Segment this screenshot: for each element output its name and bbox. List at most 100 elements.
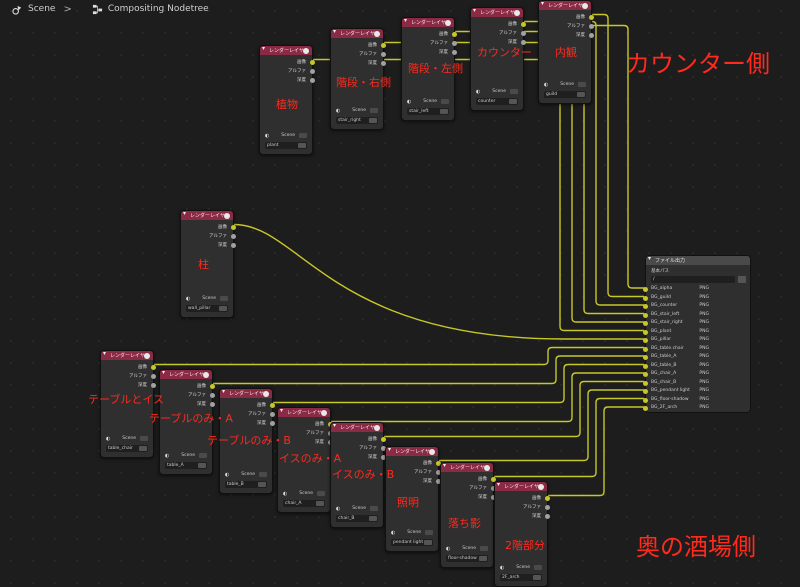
output-socket[interactable]: [270, 412, 275, 417]
scene-selector[interactable]: ◐Scene: [336, 107, 378, 114]
output-socket[interactable]: [270, 421, 275, 426]
collapse-chevron-icon[interactable]: ▾: [404, 17, 408, 24]
scene-dropdown-button[interactable]: [480, 546, 488, 551]
node-header[interactable]: ▾レンダーレイヤー: [331, 422, 383, 432]
scene-selector[interactable]: ◐Scene: [446, 545, 488, 552]
input-socket[interactable]: [643, 312, 648, 318]
output-socket[interactable]: [231, 243, 236, 248]
output-socket[interactable]: [545, 505, 550, 510]
collapse-chevron-icon[interactable]: ▾: [162, 369, 166, 376]
scene-selector[interactable]: ◐Scene: [500, 564, 542, 571]
view-layer-selector[interactable]: table_A: [165, 462, 207, 469]
scene-dropdown-button[interactable]: [510, 89, 518, 94]
view-layer-selector[interactable]: chair_A: [283, 500, 325, 507]
input-socket[interactable]: [643, 304, 648, 309]
view-layer-selector[interactable]: floor-shadow: [446, 555, 488, 562]
output-socket[interactable]: [381, 446, 386, 451]
layer-dropdown-icon[interactable]: [198, 463, 206, 468]
input-socket[interactable]: [643, 321, 648, 326]
layer-dropdown-icon[interactable]: [258, 482, 266, 487]
layer-dropdown-icon[interactable]: [219, 306, 227, 311]
view-layer-selector[interactable]: stair_left: [407, 108, 449, 115]
scene-selector[interactable]: ◐Scene: [283, 490, 325, 497]
output-socket[interactable]: [381, 437, 386, 442]
node-link[interactable]: [154, 346, 644, 366]
input-socket[interactable]: [643, 295, 648, 301]
collapse-chevron-icon[interactable]: ▾: [443, 462, 447, 469]
node-link[interactable]: [384, 380, 644, 438]
file-output-header[interactable]: ▾ ファイル出力: [646, 255, 750, 265]
scene-dropdown-button[interactable]: [441, 99, 449, 104]
scene-selector[interactable]: ◐Scene: [391, 529, 433, 536]
view-layer-selector[interactable]: table_B: [225, 481, 267, 488]
output-socket[interactable]: [436, 461, 441, 466]
input-socket[interactable]: [643, 397, 648, 403]
node-header[interactable]: ▾レンダーレイヤー: [539, 0, 591, 10]
output-socket[interactable]: [210, 402, 215, 407]
output-socket[interactable]: [452, 32, 457, 37]
output-socket[interactable]: [151, 365, 156, 370]
view-layer-selector[interactable]: stair_right: [336, 117, 378, 124]
input-socket[interactable]: [643, 346, 648, 352]
scene-dropdown-button[interactable]: [370, 108, 378, 113]
output-socket[interactable]: [452, 50, 457, 55]
node-link[interactable]: [592, 24, 644, 289]
layer-dropdown-icon[interactable]: [509, 99, 517, 104]
view-layer-selector[interactable]: plant: [265, 142, 307, 149]
scene-selector[interactable]: ◐Scene: [544, 81, 586, 88]
node-header[interactable]: ▾レンダーレイヤー: [278, 407, 330, 417]
input-socket[interactable]: [643, 329, 648, 335]
node-link[interactable]: [439, 389, 644, 462]
output-socket[interactable]: [589, 33, 594, 38]
output-socket[interactable]: [310, 78, 315, 83]
output-socket[interactable]: [381, 455, 386, 460]
scene-selector[interactable]: ◐Scene: [476, 88, 518, 95]
node-link[interactable]: [273, 363, 644, 404]
view-layer-selector[interactable]: 2F_arch: [500, 574, 542, 581]
layer-dropdown-icon[interactable]: [533, 575, 541, 580]
collapse-chevron-icon[interactable]: ▾: [333, 422, 337, 429]
output-socket[interactable]: [589, 15, 594, 20]
output-socket[interactable]: [521, 31, 526, 36]
base-path-field[interactable]: /: [651, 276, 735, 283]
collapse-chevron-icon[interactable]: ▾: [648, 255, 652, 262]
view-layer-selector[interactable]: pendant light: [391, 539, 433, 546]
output-socket[interactable]: [210, 384, 215, 389]
node-header[interactable]: ▾レンダーレイヤー: [160, 369, 212, 379]
scene-dropdown-button[interactable]: [425, 530, 433, 535]
output-socket[interactable]: [381, 52, 386, 57]
scene-dropdown-button[interactable]: [578, 82, 586, 87]
layer-dropdown-icon[interactable]: [316, 501, 324, 506]
node-header[interactable]: ▾レンダーレイヤー: [101, 350, 153, 360]
collapse-chevron-icon[interactable]: ▾: [222, 388, 226, 395]
output-socket[interactable]: [436, 470, 441, 475]
output-socket[interactable]: [231, 234, 236, 239]
layer-dropdown-icon[interactable]: [369, 118, 377, 123]
node-header[interactable]: ▾レンダーレイヤー: [495, 481, 547, 491]
collapse-chevron-icon[interactable]: ▾: [497, 481, 501, 488]
node-header[interactable]: ▾レンダーレイヤー: [181, 210, 233, 220]
layer-dropdown-icon[interactable]: [298, 143, 306, 148]
node-link[interactable]: [331, 372, 644, 423]
node-link[interactable]: [233, 223, 644, 340]
scene-selector[interactable]: ◐Scene: [407, 98, 449, 105]
output-socket[interactable]: [381, 61, 386, 66]
output-socket[interactable]: [521, 40, 526, 45]
collapse-chevron-icon[interactable]: ▾: [541, 0, 545, 7]
scene-selector[interactable]: ◐Scene: [336, 505, 378, 512]
